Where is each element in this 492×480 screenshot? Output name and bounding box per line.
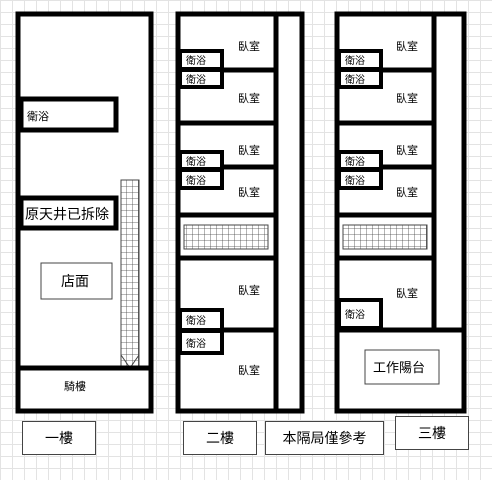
first-floor-removed-atrium — [18, 195, 119, 231]
third-floor-caption: 三樓 — [395, 416, 469, 450]
second-floor-bed-4-label: 臥室 — [238, 185, 260, 199]
first-floor-bath-room — [18, 96, 119, 133]
second-floor-bed-3-label: 臥室 — [238, 143, 260, 157]
third-floor-balcony-label-box — [364, 349, 440, 385]
second-floor-bath-6 — [178, 329, 224, 355]
third-floor-bath-5 — [337, 298, 383, 330]
third-floor-bath-4 — [337, 168, 383, 190]
third-floor-bed-3-label: 臥室 — [396, 143, 418, 157]
second-floor-bath-2 — [178, 68, 224, 89]
first-floor-shop-label: 店面 — [61, 274, 89, 290]
third-floor-bath-2 — [337, 68, 383, 89]
third-floor-bed-1-label: 臥室 — [396, 39, 418, 53]
second-floor-bed-5-label: 臥室 — [238, 283, 260, 297]
third-floor-bath-2-label: 衛浴 — [345, 73, 365, 86]
third-floor-stairs — [342, 224, 428, 250]
first-floor-removed-label: 原天井已拆除 — [25, 207, 109, 223]
third-floor-bed-2-label: 臥室 — [396, 91, 418, 105]
third-floor-plan: 衛浴 衛浴 衛浴 衛浴 衛浴 臥室 臥室 臥室 臥室 臥室 工作陽台 — [334, 11, 467, 414]
first-floor-caption: 一樓 — [22, 421, 96, 455]
third-floor-bed-4-label: 臥室 — [396, 185, 418, 199]
third-floor-bed-5-label: 臥室 — [396, 286, 418, 300]
second-floor-bath-4-label: 衛浴 — [186, 174, 206, 187]
second-floor-plan: 衛浴 衛浴 衛浴 衛浴 衛浴 衛浴 臥室 臥室 臥室 臥室 臥室 臥室 — [175, 11, 305, 414]
first-floor-arcade-label: 騎樓 — [64, 379, 86, 393]
second-floor-bath-4 — [178, 168, 224, 190]
layout-reference-note: 本隔局僅參考 — [265, 421, 384, 455]
second-floor-bath-1-label: 衛浴 — [186, 54, 206, 67]
second-floor-bath-5-label: 衛浴 — [186, 314, 206, 327]
first-floor-plan: 衛浴 原天井已拆除 店面 騎樓 — [15, 11, 154, 414]
third-floor-bath-1-label: 衛浴 — [345, 54, 365, 67]
second-floor-stairs — [183, 224, 269, 250]
third-floor-bath-4-label: 衛浴 — [345, 174, 365, 187]
second-floor-bath-2-label: 衛浴 — [186, 73, 206, 86]
second-floor-bed-1-label: 臥室 — [238, 39, 260, 53]
second-floor-caption: 二樓 — [183, 421, 257, 455]
second-floor-bath-3-label: 衛浴 — [186, 155, 206, 168]
third-floor-bath-3-label: 衛浴 — [345, 155, 365, 168]
first-floor-stairs — [120, 179, 140, 369]
first-floor-shop-label-box — [40, 262, 113, 300]
third-floor-bath-5-label: 衛浴 — [345, 308, 365, 321]
second-floor-bath-6-label: 衛浴 — [186, 337, 206, 350]
third-floor-balcony-label: 工作陽台 — [373, 361, 425, 376]
second-floor-bed-2-label: 臥室 — [238, 91, 260, 105]
first-floor-bath-label: 衛浴 — [27, 110, 49, 123]
second-floor-bed-6-label: 臥室 — [238, 363, 260, 377]
